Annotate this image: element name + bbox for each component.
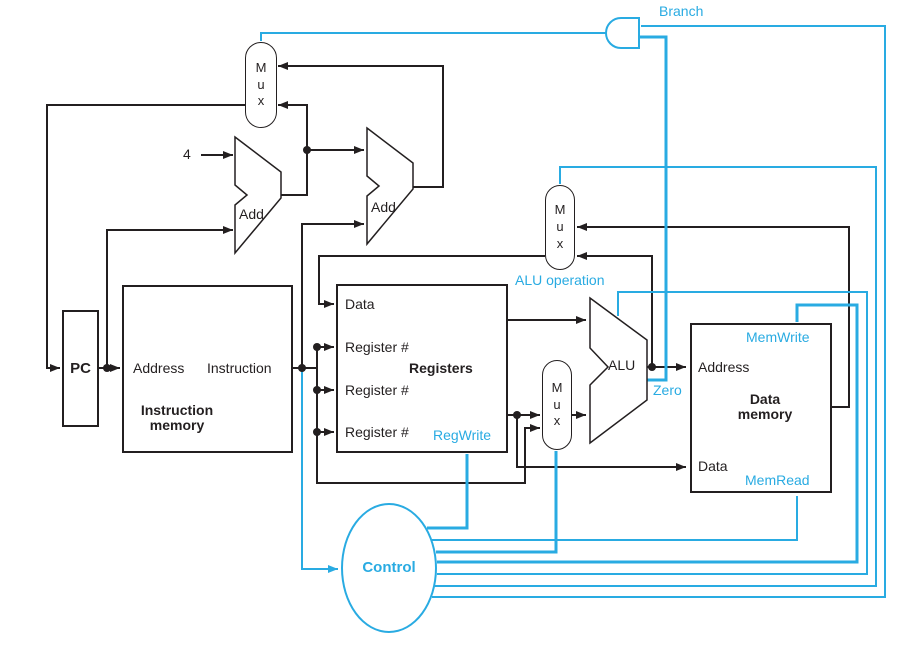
add-branch-label: Add (371, 199, 396, 215)
control-label: Control (362, 559, 416, 576)
pcsrc-mux: M u x (245, 42, 277, 128)
im-instruction-port-label: Instruction (207, 360, 272, 376)
registers-port1-label: Register # (345, 339, 409, 355)
branch-and-gate (605, 17, 640, 49)
signal-zero (640, 35, 668, 382)
registers-title: Registers (409, 360, 473, 376)
signal-alusrc-select (436, 451, 558, 554)
add-branch-shape (366, 126, 414, 247)
add-pc4-label: Add (239, 206, 264, 222)
branch-label: Branch (659, 3, 704, 19)
im-address-port-label: Address (133, 360, 185, 376)
memtoreg-mux: M u x (545, 185, 575, 270)
signal-regwrite (427, 454, 469, 530)
dm-address-port-label: Address (698, 359, 750, 375)
instruction-memory-title: Instruction memory (140, 402, 214, 434)
alusrc-mux: M u x (542, 360, 572, 450)
memwrite-label: MemWrite (746, 329, 810, 345)
signal-memread (432, 496, 798, 541)
signal-instruction-to-control (301, 370, 338, 573)
wire-add-out (281, 150, 308, 196)
alu-label: ALU (608, 357, 636, 373)
regwrite-label: RegWrite (433, 427, 492, 443)
data-memory-title: Data memory (737, 391, 793, 423)
memread-label: MemRead (745, 472, 810, 488)
constant-four-label: 4 (183, 146, 191, 162)
wire-branch-add-to-mux (278, 62, 444, 188)
alu-operation-label: ALU operation (515, 272, 605, 288)
pc-block: PC (62, 310, 99, 427)
registers-data-port-label: Data (345, 296, 375, 312)
dm-data-port-label: Data (698, 458, 728, 474)
registers-port2-label: Register # (345, 382, 409, 398)
registers-port3-label: Register # (345, 424, 409, 440)
add-pc4-shape (234, 135, 282, 256)
wire-pc4-to-mux (278, 101, 308, 150)
signal-pcsrc-select (260, 32, 606, 41)
zero-label: Zero (653, 382, 682, 398)
